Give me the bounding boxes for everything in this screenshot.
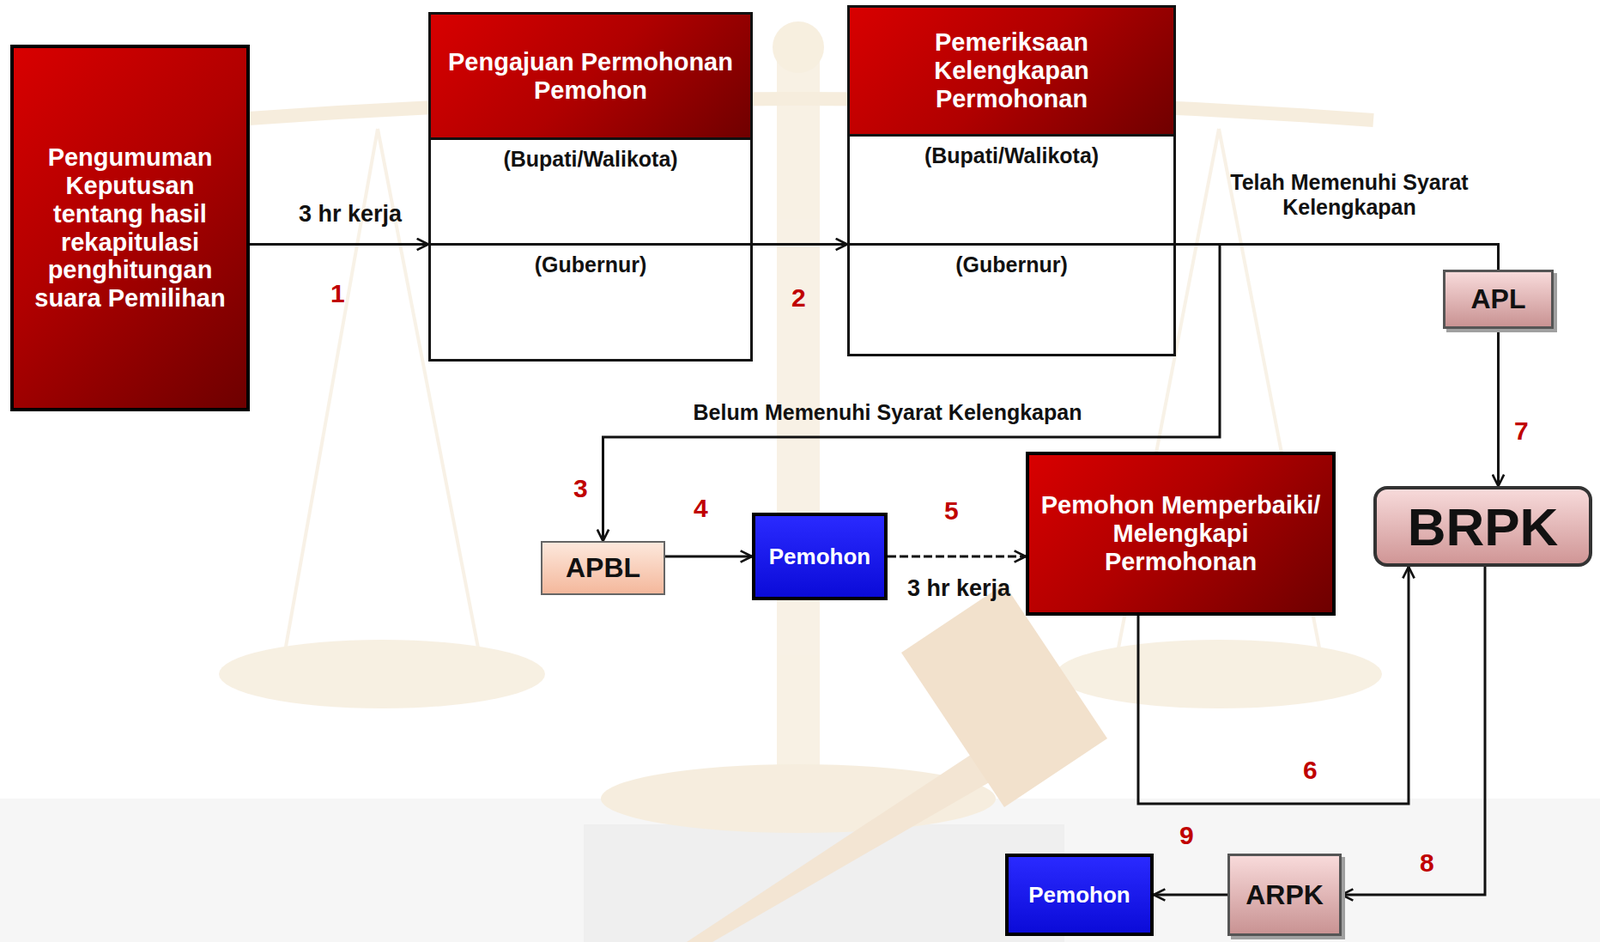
edge-label: 3 hr kerja [285,200,415,228]
section-box: (Bupati/Walikota) [849,136,1174,246]
flow-connector [1175,244,1499,271]
flow-connector [887,555,1026,558]
scale-pillar [776,60,820,799]
box-text: ARPK [1245,878,1324,911]
flow-connector [665,555,752,558]
actor-box: Pemohon [1005,853,1154,936]
callout-number: 1 [330,278,346,309]
register-box: BRPK [1373,485,1593,567]
scale-finial [772,21,825,73]
edge-label: 3 hr kerja [894,575,1024,602]
flow-connector [1153,893,1228,897]
box-text: APL [1471,283,1527,316]
callout-number: 8 [1419,848,1435,878]
edge-label: Telah Memenuhi Syarat Kelengkapan [1229,169,1470,220]
box-text: (Bupati/Walikota) [430,146,751,172]
box-text: (Gubernur) [849,252,1174,278]
callout-number: 2 [791,283,807,313]
box-text: BRPK [1407,496,1559,558]
document-box: APBL [540,540,666,595]
box-text: (Gubernur) [430,252,751,278]
left-pan [218,639,546,709]
document-box: ARPK [1227,853,1342,936]
gavel-head [901,583,1108,807]
box-text: (Bupati/Walikota) [849,143,1174,169]
box-text: APBL [565,551,641,584]
section-box: (Gubernur) [430,245,751,359]
box-heading: Pemeriksaan Kelengkapan Permohonan [849,7,1174,137]
callout-number: 5 [944,496,959,526]
scale-beam [223,98,1374,121]
box-text: Pengumuman Keputusan tentang hasil rekap… [24,143,237,313]
actor-box: Pemohon [751,512,888,600]
process-box: Pemeriksaan Kelengkapan Permohonan (Bupat… [847,5,1176,357]
callout-number: 7 [1514,416,1529,446]
flow-connector [1341,566,1485,895]
box-text: Pemohon [1028,881,1130,909]
sound-block [583,824,1065,942]
box-text: Pemohon Memperbaiki/ Melengkapi Permohon… [1039,490,1322,576]
flow-connector [1496,328,1500,486]
box-heading: Pengajuan Permohonan Pemohon [430,14,751,140]
process-box: Pemohon Memperbaiki/ Melengkapi Permohon… [1025,451,1336,616]
callout-number: 9 [1179,820,1194,850]
section-box: (Bupati/Walikota) [430,139,751,246]
process-box: Pengajuan Permohonan Pemohon (Bupati/Wali… [428,12,753,362]
scales-illustration [0,21,1600,942]
callout-number: 6 [1303,755,1318,785]
box-text: Pemohon [769,543,871,570]
event-box: Pengumuman Keputusan tentang hasil rekap… [10,44,250,412]
section-box: (Gubernur) [849,245,1174,354]
edge-label: Belum Memenuhi Syarat Kelengkapan [690,400,1085,425]
document-box: APL [1442,269,1554,329]
callout-number: 4 [693,493,709,523]
right-pan [1055,639,1382,709]
callout-number: 3 [573,473,588,504]
flow-connector [752,242,848,246]
flow-connector [249,242,429,246]
